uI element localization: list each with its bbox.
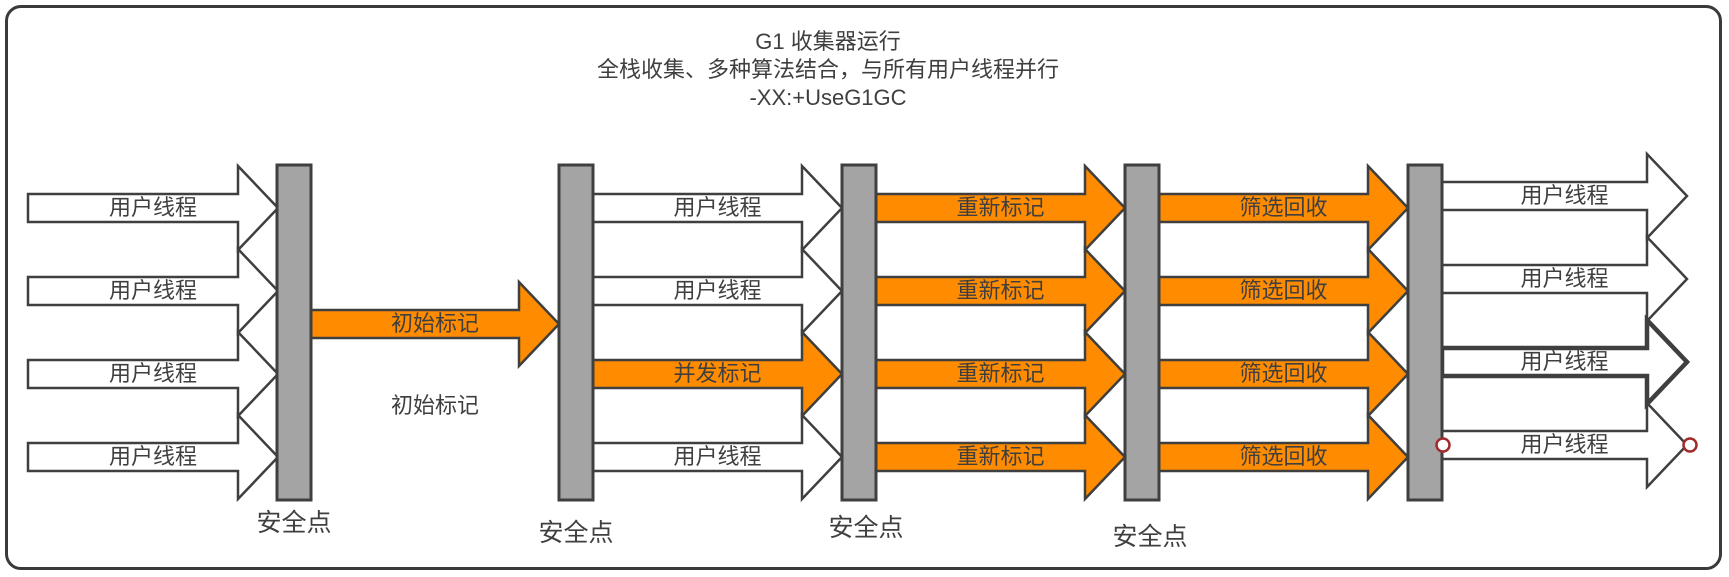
remark-label: 重新标记 [956, 278, 1045, 303]
safepoint-bar [840, 163, 878, 502]
user-thread-label: 用户线程 [1520, 432, 1609, 457]
evacuation-arrow [1157, 411, 1410, 503]
user-thread-arrow [1440, 233, 1689, 325]
initial-mark-note: 初始标记 [390, 393, 479, 418]
user-thread-arrow [26, 245, 280, 337]
title-line-3: -XX:+UseG1GC [749, 85, 907, 110]
user-thread-label: 用户线程 [1520, 349, 1609, 374]
remark-label: 重新标记 [956, 361, 1045, 386]
remark-label: 重新标记 [956, 444, 1045, 469]
remark-arrow [874, 162, 1127, 254]
diagram-title: G1 收集器运行 全栈收集、多种算法结合，与所有用户线程并行 -XX:+UseG… [428, 28, 1228, 112]
evacuation-arrow [1157, 245, 1410, 337]
evacuation-label: 筛选回收 [1239, 444, 1328, 469]
user-thread-label: 用户线程 [108, 195, 197, 220]
user-thread-label: 用户线程 [673, 278, 762, 303]
user-thread-label: 用户线程 [673, 444, 762, 469]
evacuation-label: 筛选回收 [1239, 195, 1328, 220]
user-thread-label: 用户线程 [108, 361, 197, 386]
safepoint-label: 安全点 [538, 518, 614, 547]
remark-arrow [874, 328, 1127, 420]
safepoint-bar [275, 163, 313, 502]
safepoint-label: 安全点 [828, 513, 904, 542]
user-thread-arrow [1440, 399, 1689, 491]
user-thread-label: 用户线程 [108, 278, 197, 303]
user-thread-arrow [1440, 150, 1689, 242]
concurrent-mark-label: 并发标记 [673, 361, 762, 386]
user-thread-arrow [591, 162, 844, 254]
evacuation-arrow [1157, 162, 1410, 254]
endpoint-dot [1682, 437, 1698, 453]
user-thread-arrow [1439, 314, 1691, 410]
safepoint-label: 安全点 [1112, 522, 1188, 551]
initial-mark-label: 初始标记 [390, 311, 479, 336]
evacuation-label: 筛选回收 [1239, 361, 1328, 386]
remark-label: 重新标记 [956, 195, 1045, 220]
evacuation-label: 筛选回收 [1239, 278, 1328, 303]
user-thread-arrow [26, 162, 280, 254]
endpoint-dot [1435, 437, 1451, 453]
safepoint-bar [557, 163, 595, 502]
user-thread-arrow [26, 328, 280, 420]
user-thread-label: 用户线程 [1520, 266, 1609, 291]
user-thread-label: 用户线程 [108, 444, 197, 469]
concurrent-mark-arrow [591, 328, 844, 420]
safepoint-label: 安全点 [256, 508, 332, 537]
initial-mark-arrow [309, 278, 561, 370]
title-line-1: G1 收集器运行 [755, 29, 901, 54]
evacuation-arrow [1157, 328, 1410, 420]
remark-arrow [874, 245, 1127, 337]
safepoint-bar [1123, 163, 1161, 502]
user-thread-arrow [26, 411, 280, 503]
user-thread-label: 用户线程 [1520, 183, 1609, 208]
user-thread-arrow [591, 245, 844, 337]
user-thread-label: 用户线程 [673, 195, 762, 220]
remark-arrow [874, 411, 1127, 503]
title-line-2: 全栈收集、多种算法结合，与所有用户线程并行 [596, 57, 1059, 82]
user-thread-arrow [591, 411, 844, 503]
